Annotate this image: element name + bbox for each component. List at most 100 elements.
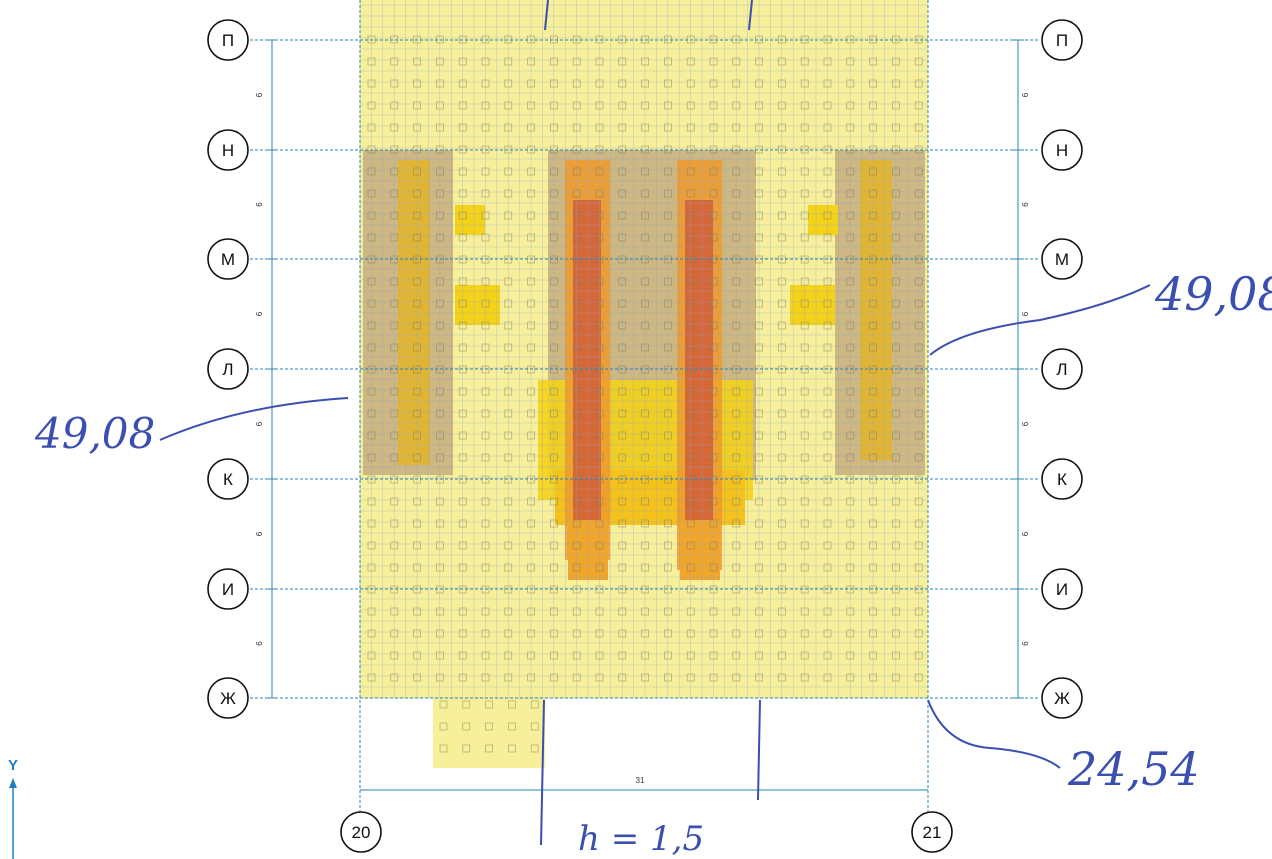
column-marker xyxy=(367,233,376,242)
column-marker xyxy=(686,673,695,682)
column-marker xyxy=(367,431,376,440)
column-marker xyxy=(462,700,471,709)
column-marker xyxy=(436,629,444,638)
column-marker xyxy=(892,233,900,242)
column-marker xyxy=(823,541,832,550)
column-marker xyxy=(527,123,535,132)
column-marker xyxy=(914,497,923,506)
column-marker xyxy=(618,629,627,638)
column-marker xyxy=(755,673,763,682)
column-marker xyxy=(664,167,672,176)
column-marker xyxy=(481,189,490,198)
column-marker xyxy=(485,722,493,731)
column-marker xyxy=(618,497,627,506)
column-marker xyxy=(800,651,809,660)
column-marker xyxy=(869,343,877,352)
column-marker xyxy=(755,497,763,506)
column-marker xyxy=(892,387,900,396)
column-marker xyxy=(413,563,421,572)
column-marker xyxy=(413,79,421,88)
column-marker xyxy=(436,607,444,616)
column-marker xyxy=(869,167,877,176)
column-marker xyxy=(572,167,581,176)
column-marker xyxy=(413,409,421,418)
column-marker xyxy=(595,651,604,660)
column-marker xyxy=(504,563,513,572)
column-marker xyxy=(367,453,376,462)
column-marker xyxy=(846,497,855,506)
column-marker xyxy=(550,57,558,66)
column-marker xyxy=(550,299,558,308)
column-marker xyxy=(846,189,855,198)
column-marker xyxy=(892,453,900,462)
column-marker xyxy=(550,497,558,506)
column-marker xyxy=(914,607,923,616)
column-marker xyxy=(550,563,558,572)
column-marker xyxy=(892,673,900,682)
axis-bubble-label: Н xyxy=(222,141,234,160)
column-marker xyxy=(436,57,444,66)
column-marker xyxy=(618,519,627,528)
column-marker xyxy=(367,651,376,660)
column-marker xyxy=(755,651,763,660)
column-marker xyxy=(550,211,558,220)
column-marker xyxy=(550,277,558,286)
column-marker xyxy=(508,744,516,753)
column-marker xyxy=(709,563,718,572)
column-marker xyxy=(732,189,741,198)
column-marker xyxy=(846,299,855,308)
column-marker xyxy=(732,299,741,308)
column-marker xyxy=(914,277,923,286)
column-marker xyxy=(641,299,649,308)
column-marker xyxy=(641,409,649,418)
column-marker xyxy=(664,387,672,396)
column-marker xyxy=(755,79,763,88)
column-marker xyxy=(618,277,627,286)
column-marker xyxy=(846,233,855,242)
column-marker xyxy=(572,277,581,286)
column-marker xyxy=(914,431,923,440)
column-marker xyxy=(778,299,786,308)
axis-bubble-right: Л xyxy=(1041,348,1083,390)
column-marker xyxy=(595,123,604,132)
column-marker xyxy=(367,57,376,66)
column-marker xyxy=(367,563,376,572)
column-marker xyxy=(869,629,877,638)
column-marker xyxy=(846,101,855,110)
column-marker xyxy=(892,563,900,572)
column-marker xyxy=(800,189,809,198)
column-marker xyxy=(800,629,809,638)
column-marker xyxy=(914,409,923,418)
column-marker xyxy=(527,497,535,506)
y-axis-label: Y xyxy=(8,757,18,774)
column-marker xyxy=(458,563,467,572)
column-marker xyxy=(504,629,513,638)
column-marker xyxy=(914,387,923,396)
column-marker xyxy=(778,189,786,198)
column-marker xyxy=(778,607,786,616)
axis-bubble-left: П xyxy=(207,19,249,61)
column-marker xyxy=(390,189,399,198)
column-marker xyxy=(436,651,444,660)
column-marker xyxy=(709,343,718,352)
column-marker xyxy=(458,101,467,110)
column-marker xyxy=(778,651,786,660)
column-marker xyxy=(481,321,490,330)
column-marker xyxy=(595,211,604,220)
column-marker xyxy=(458,57,467,66)
column-marker xyxy=(504,607,513,616)
column-marker xyxy=(778,123,786,132)
column-marker xyxy=(390,409,399,418)
column-marker xyxy=(800,563,809,572)
column-marker xyxy=(530,722,539,731)
column-marker xyxy=(732,673,741,682)
column-marker xyxy=(436,431,444,440)
coordinate-axis: Y xyxy=(8,757,18,859)
column-marker xyxy=(755,299,763,308)
column-marker xyxy=(709,123,718,132)
column-marker xyxy=(686,233,695,242)
column-marker xyxy=(481,497,490,506)
column-marker xyxy=(595,563,604,572)
column-marker xyxy=(846,607,855,616)
column-marker xyxy=(664,233,672,242)
